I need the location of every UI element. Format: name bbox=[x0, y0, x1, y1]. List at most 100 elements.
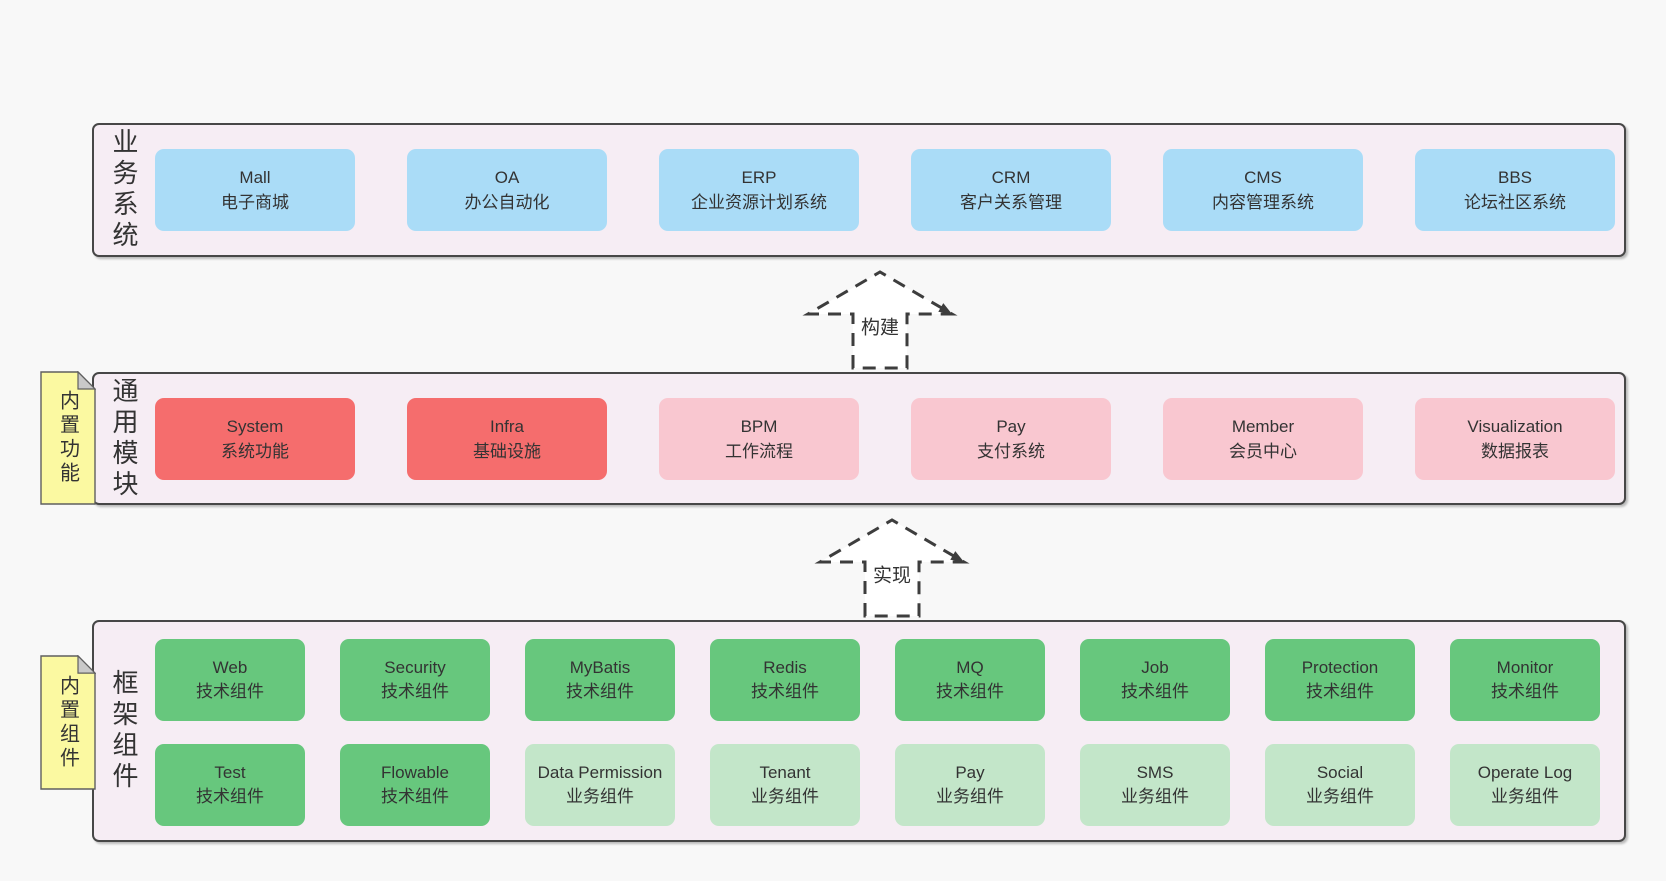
box-oa: OA 办公自动化 bbox=[407, 149, 607, 231]
box-pay: Pay 支付系统 bbox=[911, 398, 1111, 480]
sticky-note-builtin-components: 内置组件 bbox=[40, 655, 96, 790]
box-name: CMS bbox=[1244, 168, 1282, 187]
sticky-note-icon bbox=[40, 371, 96, 505]
box-name: Pay bbox=[996, 417, 1026, 436]
layer-framework-components: 框架组件 Web 技术组件 Security 技术组件 MyBatis 技术组件… bbox=[92, 620, 1626, 842]
box-subtitle: 数据报表 bbox=[1481, 442, 1549, 461]
box-name: ERP bbox=[741, 168, 777, 187]
box-name: Flowable bbox=[380, 763, 450, 782]
framework-components-row-top: Web 技术组件 Security 技术组件 MyBatis 技术组件 Redi… bbox=[155, 639, 1600, 721]
layer-business-systems: 业务系统 Mall 电子商城 OA 办公自动化 ERP 企业资源计划系统 CRM… bbox=[92, 123, 1626, 257]
box-name: MQ bbox=[956, 658, 984, 677]
box-subtitle: 业务组件 bbox=[936, 787, 1004, 806]
box-bpm: BPM 工作流程 bbox=[659, 398, 859, 480]
box-name: Pay bbox=[955, 763, 985, 782]
box-member: Member 会员中心 bbox=[1163, 398, 1363, 480]
box-operate-log: Operate Log 业务组件 bbox=[1450, 744, 1600, 826]
box-name: Mall bbox=[239, 168, 271, 187]
arrow-build: 构建 bbox=[800, 268, 960, 372]
box-subtitle: 业务组件 bbox=[1306, 787, 1374, 806]
box-name: Data Permission bbox=[537, 763, 663, 782]
box-subtitle: 业务组件 bbox=[1121, 787, 1189, 806]
box-name: CRM bbox=[991, 168, 1031, 187]
box-subtitle: 系统功能 bbox=[221, 442, 289, 461]
box-subtitle: 论坛社区系统 bbox=[1464, 193, 1566, 212]
arrow-label-build: 构建 bbox=[856, 311, 904, 341]
box-name: OA bbox=[494, 168, 520, 187]
box-name: Job bbox=[1141, 658, 1169, 677]
box-name: Web bbox=[212, 658, 248, 677]
box-mall: Mall 电子商城 bbox=[155, 149, 355, 231]
box-subtitle: 技术组件 bbox=[1491, 682, 1559, 701]
box-subtitle: 技术组件 bbox=[566, 682, 634, 701]
box-visualization: Visualization 数据报表 bbox=[1415, 398, 1615, 480]
box-subtitle: 电子商城 bbox=[221, 193, 289, 212]
box-name: Tenant bbox=[759, 763, 811, 782]
box-subtitle: 工作流程 bbox=[725, 442, 793, 461]
box-subtitle: 技术组件 bbox=[196, 682, 264, 701]
box-mybatis: MyBatis 技术组件 bbox=[525, 639, 675, 721]
box-social: Social 业务组件 bbox=[1265, 744, 1415, 826]
box-subtitle: 技术组件 bbox=[1306, 682, 1374, 701]
layer-title-business-systems: 业务系统 bbox=[109, 128, 139, 252]
box-name: MyBatis bbox=[569, 658, 631, 677]
box-cms: CMS 内容管理系统 bbox=[1163, 149, 1363, 231]
box-subtitle: 技术组件 bbox=[381, 682, 449, 701]
sticky-note-label: 内置功能 bbox=[56, 390, 79, 486]
box-erp: ERP 企业资源计划系统 bbox=[659, 149, 859, 231]
box-monitor: Monitor 技术组件 bbox=[1450, 639, 1600, 721]
box-subtitle: 企业资源计划系统 bbox=[691, 193, 827, 212]
box-name: Infra bbox=[489, 417, 525, 436]
box-name: SMS bbox=[1136, 763, 1174, 782]
box-system: System 系统功能 bbox=[155, 398, 355, 480]
box-name: BBS bbox=[1497, 168, 1533, 187]
layer-title-framework-components: 框架组件 bbox=[109, 669, 139, 793]
box-name: Monitor bbox=[1496, 658, 1554, 677]
box-redis: Redis 技术组件 bbox=[710, 639, 860, 721]
box-flowable: Flowable 技术组件 bbox=[340, 744, 490, 826]
box-job: Job 技术组件 bbox=[1080, 639, 1230, 721]
box-name: Operate Log bbox=[1477, 763, 1573, 782]
box-subtitle: 技术组件 bbox=[751, 682, 819, 701]
box-subtitle: 技术组件 bbox=[1121, 682, 1189, 701]
box-data-permission: Data Permission 业务组件 bbox=[525, 744, 675, 826]
box-subtitle: 内容管理系统 bbox=[1212, 193, 1314, 212]
box-name: BPM bbox=[740, 417, 778, 436]
box-name: Member bbox=[1231, 417, 1295, 436]
box-subtitle: 业务组件 bbox=[1491, 787, 1559, 806]
layer-title-common-modules: 通用模块 bbox=[109, 376, 139, 501]
box-protection: Protection 技术组件 bbox=[1265, 639, 1415, 721]
arrow-implement: 实现 bbox=[812, 516, 972, 620]
box-subtitle: 会员中心 bbox=[1229, 442, 1297, 461]
box-mq: MQ 技术组件 bbox=[895, 639, 1045, 721]
box-subtitle: 客户关系管理 bbox=[960, 193, 1062, 212]
box-name: Security bbox=[384, 658, 446, 677]
sticky-note-builtin-features: 内置功能 bbox=[40, 371, 96, 505]
box-subtitle: 支付系统 bbox=[977, 442, 1045, 461]
box-name: Social bbox=[1316, 763, 1364, 782]
box-subtitle: 技术组件 bbox=[381, 787, 449, 806]
box-subtitle: 业务组件 bbox=[751, 787, 819, 806]
box-subtitle: 业务组件 bbox=[566, 787, 634, 806]
framework-components-row-bottom: Test 技术组件 Flowable 技术组件 Data Permission … bbox=[155, 744, 1600, 826]
business-systems-row: Mall 电子商城 OA 办公自动化 ERP 企业资源计划系统 CRM 客户关系… bbox=[155, 149, 1615, 231]
box-bbs: BBS 论坛社区系统 bbox=[1415, 149, 1615, 231]
box-name: Test bbox=[214, 763, 246, 782]
box-pay-business: Pay 业务组件 bbox=[895, 744, 1045, 826]
box-name: System bbox=[226, 417, 284, 436]
box-crm: CRM 客户关系管理 bbox=[911, 149, 1111, 231]
box-sms: SMS 业务组件 bbox=[1080, 744, 1230, 826]
box-infra: Infra 基础设施 bbox=[407, 398, 607, 480]
common-modules-row: System 系统功能 Infra 基础设施 BPM 工作流程 Pay 支付系统… bbox=[155, 398, 1615, 480]
box-web: Web 技术组件 bbox=[155, 639, 305, 721]
box-name: Visualization bbox=[1467, 417, 1563, 436]
box-tenant: Tenant 业务组件 bbox=[710, 744, 860, 826]
box-test: Test 技术组件 bbox=[155, 744, 305, 826]
box-subtitle: 办公自动化 bbox=[464, 193, 550, 212]
box-subtitle: 技术组件 bbox=[196, 787, 264, 806]
box-subtitle: 技术组件 bbox=[936, 682, 1004, 701]
box-name: Protection bbox=[1301, 658, 1379, 677]
box-security: Security 技术组件 bbox=[340, 639, 490, 721]
sticky-note-icon bbox=[40, 655, 96, 790]
